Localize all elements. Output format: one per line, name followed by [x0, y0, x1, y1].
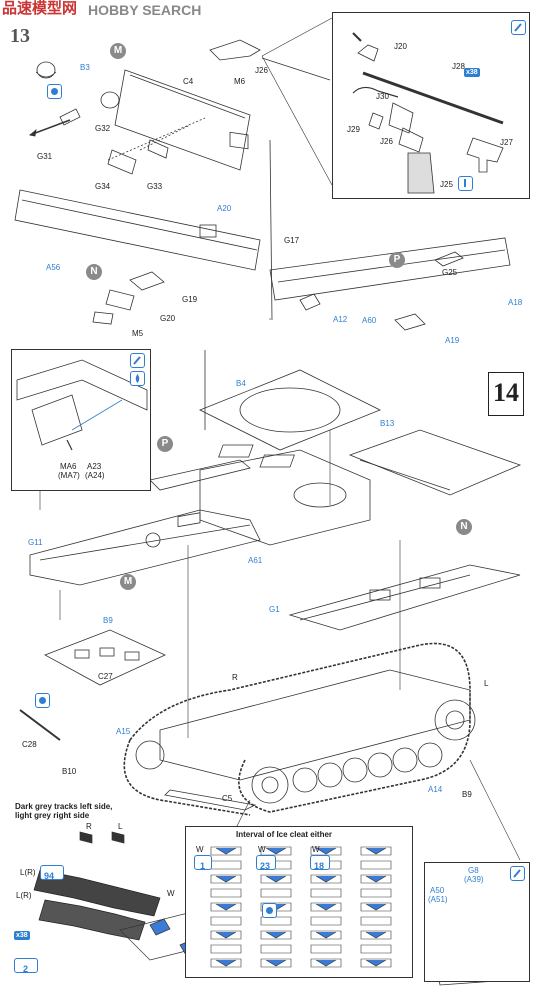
- part-A56: A56: [46, 263, 61, 272]
- track-count: 94: [44, 871, 55, 881]
- part-B13: B13: [380, 419, 395, 428]
- part-B3: B3: [80, 63, 90, 72]
- ice-cleat-title: Interval of Ice cleat either: [236, 830, 333, 839]
- marker-N-mid: N: [456, 519, 472, 535]
- site-search-banner: HOBBY SEARCH: [88, 2, 202, 18]
- brush-paint-icon-bottom: [510, 866, 525, 881]
- part-C4: C4: [183, 77, 194, 86]
- track-count-icon: 94: [40, 865, 64, 881]
- part-M6: M6: [234, 77, 246, 86]
- part-J26: J26: [255, 66, 268, 75]
- part-B10: B10: [62, 767, 77, 776]
- part-G25: G25: [442, 268, 458, 277]
- paint-drop-icon: [130, 371, 145, 386]
- mg-drawing: [352, 32, 504, 194]
- site-logo: 品速模型网: [2, 0, 78, 17]
- part-A12: A12: [333, 315, 348, 324]
- part-MA7: (MA7): [58, 471, 80, 480]
- part-B4: B4: [236, 379, 246, 388]
- part-C5: C5: [222, 794, 233, 803]
- hull-detail-drawing: [16, 359, 148, 451]
- repeat-count: 2: [23, 964, 29, 974]
- mg-detail-panel: [332, 12, 530, 199]
- ice-cleat-drawing: [210, 846, 392, 968]
- part-A18: A18: [508, 298, 523, 307]
- part-A60: A60: [362, 316, 377, 325]
- part-A50: A50: [430, 886, 445, 895]
- marker-P-top: P: [389, 252, 405, 268]
- part-A51: (A51): [428, 895, 448, 904]
- part-J28: J28: [452, 62, 465, 71]
- tracks-tag: x38: [14, 931, 30, 940]
- idler-detail-panel: [424, 862, 530, 982]
- ice-cleat-W2: W: [258, 845, 266, 854]
- tracks-LR-label: L(R): [20, 868, 36, 877]
- cleat-interval-23: 23: [260, 861, 271, 871]
- tracks-LR-label-2: L(R): [16, 891, 32, 900]
- part-G31: G31: [37, 152, 53, 161]
- part-R: R: [232, 673, 238, 682]
- cleat-interval-1-icon: 1: [194, 855, 212, 871]
- brush-paint-icon-mid: [130, 353, 145, 368]
- part-A20: A20: [217, 204, 232, 213]
- ice-cleat-W3: W: [312, 845, 320, 854]
- part-A19: A19: [445, 336, 460, 345]
- marker-N-top: N: [86, 264, 102, 280]
- cleat-interval-18: 18: [314, 861, 325, 871]
- part-A39: (A39): [464, 875, 484, 884]
- tracks-R-label: R: [86, 822, 92, 831]
- part-B9-right: B9: [462, 790, 472, 799]
- hull-detail-panel: [11, 349, 151, 491]
- mg-part-tag: x38: [464, 68, 480, 77]
- tracks-title-line2: light grey right side: [15, 811, 90, 820]
- part-MA6: MA6: [60, 462, 77, 471]
- repeat-x2-icon: 2: [14, 958, 38, 974]
- part-C27: C27: [98, 672, 113, 681]
- part-G34: G34: [95, 182, 111, 191]
- tracks-W-label: W: [167, 889, 175, 898]
- part-A14: A14: [428, 785, 443, 794]
- ice-cleat-W1: W: [196, 845, 204, 854]
- tracks-title-line1: Dark grey tracks left side,: [15, 802, 113, 811]
- cleat-interval-18-icon: 18: [310, 855, 330, 871]
- part-J29: J29: [347, 125, 360, 134]
- glue-icon-cleat: [262, 903, 277, 918]
- previous-step-number: 13: [10, 25, 30, 47]
- marker-P-mid: P: [157, 436, 173, 452]
- part-A24: (A24): [85, 471, 105, 480]
- part-B9: B9: [103, 616, 113, 625]
- part-G1: G1: [269, 605, 280, 614]
- part-A15: A15: [116, 727, 131, 736]
- part-J27: J27: [500, 138, 513, 147]
- part-G20: G20: [160, 314, 176, 323]
- glue-icon: [458, 176, 473, 191]
- step-number: 14: [488, 372, 524, 416]
- part-G33: G33: [147, 182, 163, 191]
- part-G11: G11: [28, 538, 43, 547]
- tracks-L-label: L: [118, 822, 123, 831]
- part-J20: J20: [394, 42, 407, 51]
- brush-paint-icon: [511, 20, 526, 35]
- part-J25: J25: [440, 180, 453, 189]
- glue-icon-low: [35, 693, 50, 708]
- part-G8: G8: [468, 866, 479, 875]
- part-J26-mg: J26: [380, 137, 393, 146]
- part-J30: J30: [376, 92, 389, 101]
- part-G17: G17: [284, 236, 300, 245]
- marker-M-mid: M: [120, 574, 136, 590]
- cleat-interval-23-icon: 23: [256, 855, 276, 871]
- marker-M-top: M: [110, 43, 126, 59]
- part-G19: G19: [182, 295, 198, 304]
- part-A61: A61: [248, 556, 263, 565]
- part-C28: C28: [22, 740, 37, 749]
- ice-cleat-panel: Interval of Ice cleat either W 1 W 23 W …: [185, 826, 413, 978]
- part-A23: A23: [87, 462, 102, 471]
- cleat-interval-1: 1: [200, 861, 206, 871]
- part-L: L: [484, 679, 489, 688]
- part-M5: M5: [132, 329, 144, 338]
- part-G32: G32: [95, 124, 111, 133]
- glue-icon-b3: [47, 84, 62, 99]
